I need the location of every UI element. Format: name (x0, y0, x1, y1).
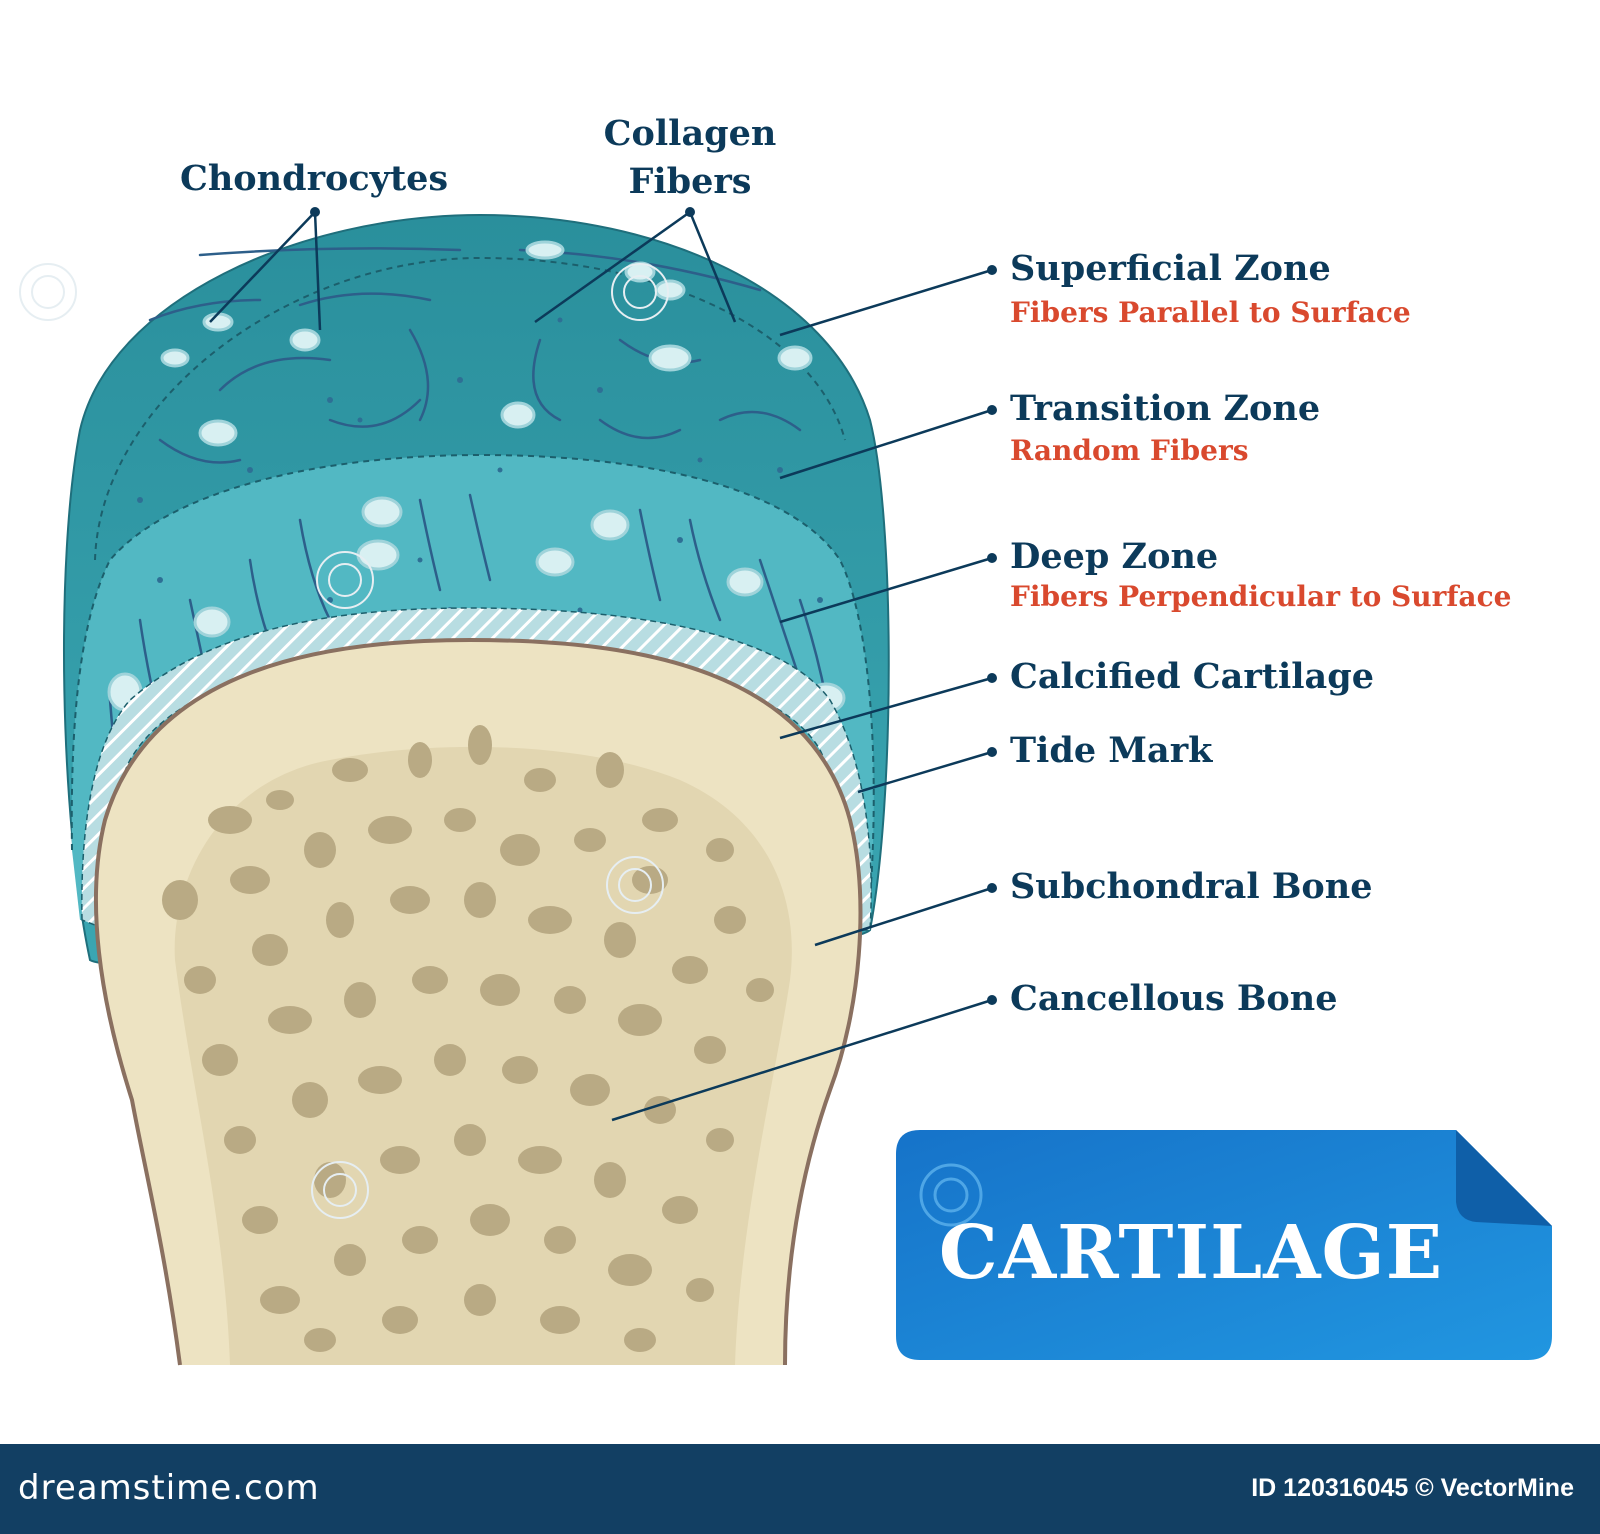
label-tide-mark: Tide Mark (1010, 730, 1213, 771)
cartilage-title: CARTILAGE (938, 1210, 1444, 1296)
cancellous-bone-pores (162, 725, 774, 1352)
cartilage-title-banner (896, 1130, 1552, 1360)
label-deep-zone: Deep Zone (1010, 536, 1219, 577)
desc-transition-zone: Random Fibers (1010, 434, 1249, 467)
desc-deep-zone: Fibers Perpendicular to Surface (1010, 580, 1512, 613)
label-collagen-line1: Collagen (603, 113, 777, 154)
collagen-fibers (108, 247, 832, 822)
footer-site-name: dreamstime.com (18, 1468, 320, 1508)
label-collagen-fibers: Collagen Fibers (590, 110, 790, 206)
cartilage-cross-section-diagram (19, 207, 997, 1366)
label-subchondral-bone: Subchondral Bone (1010, 866, 1373, 907)
footer-image-id: ID 120316045 © VectorMine (1251, 1474, 1574, 1502)
label-transition-zone: Transition Zone (1010, 388, 1321, 429)
leader-dots (310, 207, 997, 1005)
chondrocyte-cells (107, 240, 846, 714)
label-chondrocytes: Chondrocytes (180, 158, 449, 199)
label-collagen-line2: Fibers (628, 161, 752, 202)
label-cancellous-bone: Cancellous Bone (1010, 978, 1338, 1019)
label-calcified-cartilage: Calcified Cartilage (1010, 656, 1374, 697)
stock-footer-bar: dreamstime.com ID 120316045 © VectorMine (0, 1444, 1600, 1534)
leader-lines (209, 210, 993, 1122)
label-superficial-zone: Superficial Zone (1010, 248, 1331, 289)
desc-superficial-zone: Fibers Parallel to Surface (1010, 296, 1411, 329)
watermark-swirls (19, 263, 669, 1219)
